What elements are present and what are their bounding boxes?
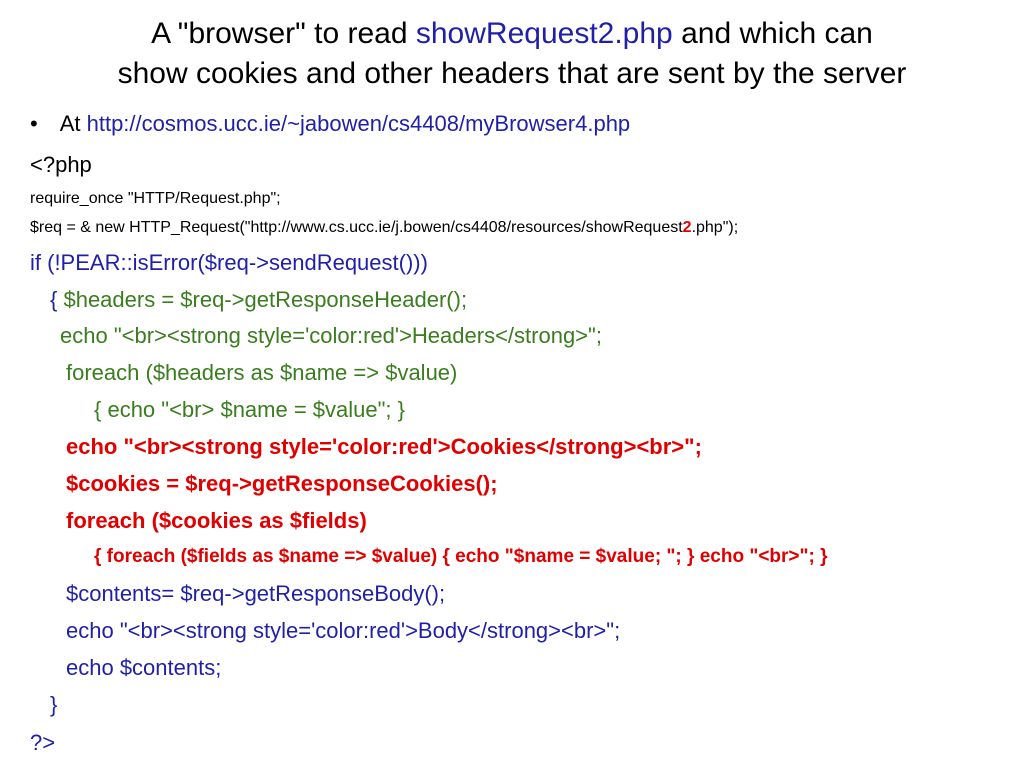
- bullet-marker: •: [30, 111, 38, 136]
- title-text: A "browser" to read: [151, 17, 416, 50]
- code-contents-assign: $contents= $req->getResponseBody();: [66, 581, 446, 606]
- code-brace-close: }: [50, 692, 58, 717]
- code-echo-contents: echo $contents;: [66, 655, 222, 680]
- code-brace-open: {: [50, 287, 64, 312]
- title-line-1: A "browser" to read showRequest2.php and…: [0, 14, 1024, 54]
- code-echo-cookies: echo "<br><strong style='color:red'>Cook…: [66, 434, 702, 459]
- code-req-bold-2: 2: [682, 219, 692, 236]
- code-echo-body: echo "<br><strong style='color:red'>Body…: [66, 618, 621, 643]
- code-req-part2: .php");: [691, 219, 739, 236]
- code-headers-line: { $headers = $req->getResponseHeader();: [50, 287, 467, 313]
- code-req-part1: $req = & new HTTP_Request("http://www.cs…: [30, 219, 683, 236]
- browser-url-link[interactable]: http://cosmos.ucc.ie/~jabowen/cs4408/myB…: [86, 111, 631, 136]
- code-if-line: if (!PEAR::isError($req->sendRequest())): [30, 250, 428, 275]
- slide-title: A "browser" to read showRequest2.php and…: [0, 14, 1024, 94]
- code-headers-assign: $headers = $req->getResponseHeader();: [63, 287, 468, 312]
- code-cookies-assign: $cookies = $req->getResponseCookies();: [66, 471, 498, 496]
- bullet-line: • At http://cosmos.ucc.ie/~jabowen/cs4408…: [30, 111, 630, 137]
- code-req-new: $req = & new HTTP_Request("http://www.cs…: [30, 218, 738, 237]
- code-echo-headers: echo "<br><strong style='color:red'>Head…: [60, 323, 602, 348]
- code-php-close: ?>: [30, 730, 56, 755]
- title-link-showrequest2: showRequest2.php: [415, 17, 673, 50]
- code-php-open: <?php: [30, 152, 92, 177]
- code-require: require_once "HTTP/Request.php";: [30, 190, 281, 207]
- bullet-prefix: At: [59, 111, 87, 136]
- title-text: and which can: [672, 17, 873, 50]
- code-foreach-cookies: foreach ($cookies as $fields): [66, 508, 367, 533]
- code-foreach-fields: { foreach ($fields as $name => $value) {…: [94, 546, 828, 567]
- code-foreach-headers: foreach ($headers as $name => $value): [66, 360, 458, 385]
- code-echo-value: { echo "<br> $name = $value"; }: [94, 397, 406, 422]
- title-line-2: show cookies and other headers that are …: [117, 57, 907, 90]
